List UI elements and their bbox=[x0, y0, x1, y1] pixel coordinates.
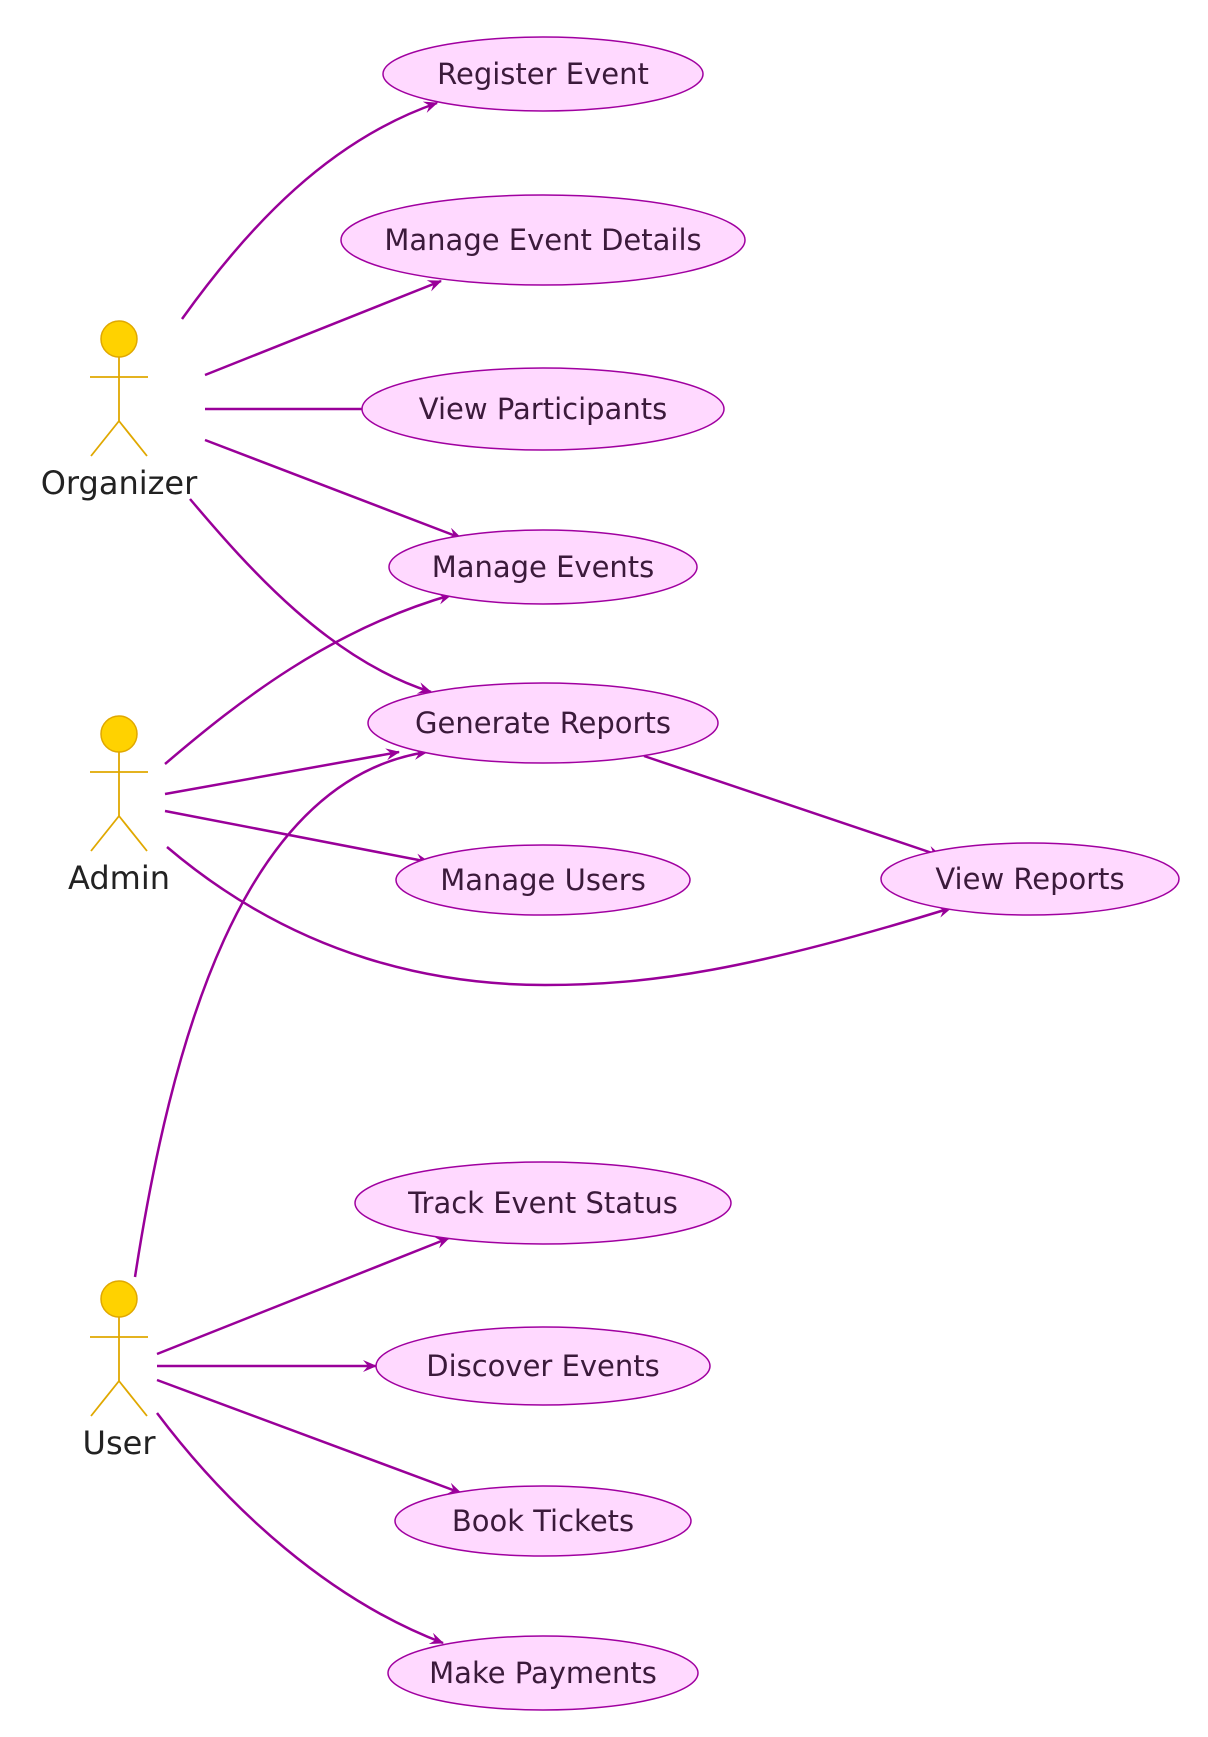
usecase-label: Book Tickets bbox=[452, 1504, 634, 1538]
edge-admin-view-reports bbox=[166, 846, 952, 987]
actor-organizer[interactable]: Organizer bbox=[41, 320, 198, 502]
usecase-manage-users[interactable]: Manage Users bbox=[395, 844, 691, 916]
usecase-discover-events[interactable]: Discover Events bbox=[375, 1326, 711, 1406]
usecase-generate-reports[interactable]: Generate Reports bbox=[367, 682, 719, 764]
usecase-view-reports[interactable]: View Reports bbox=[880, 842, 1180, 916]
usecase-label: Track Event Status bbox=[407, 1186, 678, 1220]
edge-organizer-manage-events bbox=[204, 438, 462, 540]
usecases: Register Event Manage Event Details View… bbox=[340, 36, 1180, 1711]
usecase-register-event[interactable]: Register Event bbox=[382, 36, 704, 112]
edge-admin-manage-users bbox=[164, 809, 430, 866]
actor-head-icon bbox=[100, 715, 138, 753]
edge-user-book-tickets bbox=[156, 1378, 462, 1495]
usecase-label: Generate Reports bbox=[415, 706, 671, 740]
actor-label: Organizer bbox=[41, 464, 198, 502]
usecase-book-tickets[interactable]: Book Tickets bbox=[394, 1485, 692, 1557]
usecase-label: Make Payments bbox=[429, 1656, 657, 1690]
actor-head-icon bbox=[100, 320, 138, 358]
edge-admin-manage-events bbox=[164, 592, 452, 765]
actor-body-icon bbox=[90, 752, 148, 852]
actor-head-icon bbox=[100, 1280, 138, 1318]
usecase-label: Discover Events bbox=[426, 1349, 660, 1383]
actor-body-icon bbox=[90, 1317, 148, 1417]
actor-admin[interactable]: Admin bbox=[68, 715, 170, 897]
edge-user-generate-reports bbox=[133, 748, 428, 1278]
usecase-label: View Participants bbox=[419, 392, 667, 426]
actor-label: User bbox=[83, 1424, 157, 1462]
edge-organizer-generate-reports bbox=[189, 498, 432, 694]
actors: Organizer Admin User bbox=[41, 320, 198, 1462]
usecase-label: Manage Event Details bbox=[384, 223, 701, 257]
usecase-view-participants[interactable]: View Participants bbox=[361, 367, 725, 451]
usecase-manage-event-details[interactable]: Manage Event Details bbox=[340, 194, 746, 286]
edge-user-track-event-status bbox=[156, 1236, 450, 1356]
edge-generate-reports-view-reports bbox=[643, 754, 942, 858]
actor-user[interactable]: User bbox=[83, 1280, 157, 1462]
usecase-label: Manage Users bbox=[440, 863, 646, 897]
usecase-label: View Reports bbox=[935, 862, 1124, 896]
actor-label: Admin bbox=[68, 859, 170, 897]
actor-body-icon bbox=[90, 357, 148, 457]
usecase-manage-events[interactable]: Manage Events bbox=[388, 529, 698, 605]
edges bbox=[133, 101, 952, 1645]
edge-admin-generate-reports bbox=[164, 748, 400, 796]
edge-user-make-payments bbox=[156, 1412, 444, 1645]
usecase-track-event-status[interactable]: Track Event Status bbox=[354, 1161, 732, 1245]
edge-organizer-manage-event-details bbox=[204, 279, 442, 377]
usecase-label: Manage Events bbox=[432, 550, 655, 584]
usecase-label: Register Event bbox=[437, 57, 649, 91]
usecase-make-payments[interactable]: Make Payments bbox=[387, 1635, 699, 1711]
edge-organizer-register-event bbox=[180, 101, 438, 320]
